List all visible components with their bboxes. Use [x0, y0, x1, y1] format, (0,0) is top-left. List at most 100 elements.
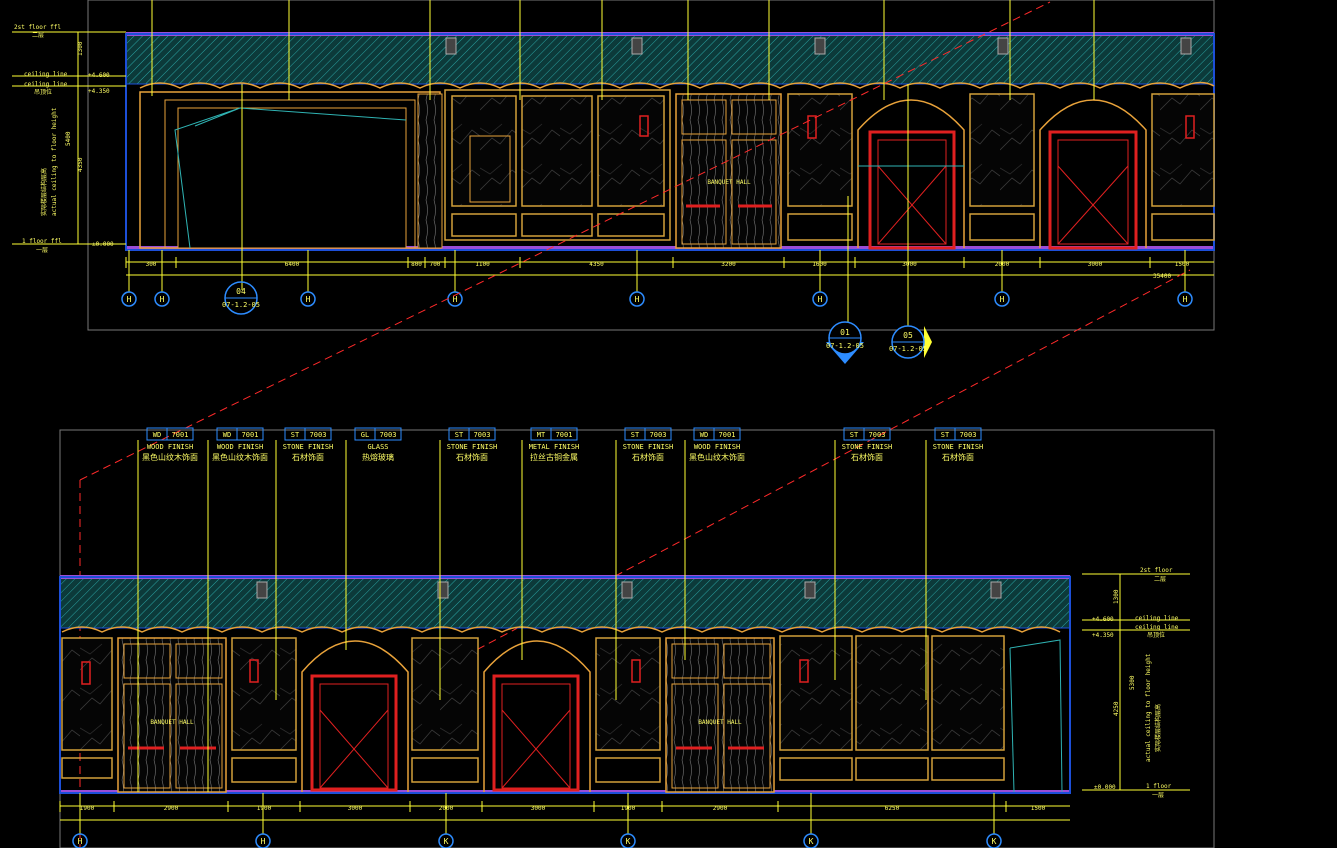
bottom-dim-label: 2900: [713, 805, 728, 812]
material-code: GL: [361, 431, 369, 439]
material-cn: 石材饰面: [292, 452, 324, 462]
material-en: STONE FINISH: [283, 443, 334, 451]
material-code: WD: [700, 431, 708, 439]
material-number-box: [166, 427, 194, 441]
svg-text:07-1.2-05: 07-1.2-05: [826, 342, 864, 350]
material-number-box: [304, 427, 332, 441]
top-dim-label: 3200: [721, 261, 736, 268]
material-number-box: [863, 427, 891, 441]
top-dim-label: 4350: [589, 261, 604, 268]
bottom-level-ceiling1: ceiling line: [1135, 615, 1179, 622]
svg-text:04: 04: [236, 287, 246, 296]
bottom-ceiling-hatch: [59, 575, 1071, 629]
top-level-floor1: 1 floor ffl: [22, 238, 62, 245]
bottom-level-lvl-c: ±0.000: [1094, 784, 1116, 791]
top-dim-label: 6400: [285, 261, 300, 268]
top-level-floor1-cn: 一层: [36, 247, 48, 254]
material-number: 7001: [172, 431, 189, 439]
bottom-level-lvl-a: +4.600: [1092, 616, 1114, 623]
grid-bubble-label: H: [160, 295, 165, 304]
material-cn: 石材饰面: [456, 452, 488, 462]
top-level-lvl-a: +4.600: [88, 72, 110, 79]
grid-bubble-label: K: [444, 837, 449, 846]
bottom-dim-label: 2900: [164, 805, 179, 812]
material-code: WD: [153, 431, 161, 439]
top-height-label-en: actual ceiling to floor height: [51, 107, 58, 216]
grid-bubble-label: H: [306, 295, 311, 304]
material-code: ST: [455, 431, 464, 439]
bottom-level-ceiling-cn: 吊顶位: [1147, 631, 1165, 639]
bottom-level-dim-a: 1300: [1113, 589, 1120, 604]
material-cn: 黑色山纹木饰面: [689, 452, 745, 462]
grid-bubble-label: H: [453, 295, 458, 304]
svg-text:01: 01: [840, 328, 850, 337]
material-number-box: [468, 427, 496, 441]
section-line-1: [79, 1, 1051, 481]
top-door-sign: BANQUET HALL: [707, 179, 751, 186]
callout-05: 05 07-1.2-05: [889, 325, 932, 359]
grid-bubble: [121, 291, 137, 307]
callout-01: 01 07-1.2-05: [826, 321, 864, 364]
top-level-floor2: 2st floor ffl: [14, 24, 61, 31]
grid-bubble: [620, 833, 636, 848]
material-number: 7003: [650, 431, 667, 439]
material-number-box: [236, 427, 264, 441]
top-dim-label: 300: [146, 261, 157, 268]
material-code: ST: [631, 431, 640, 439]
material-en: WOOD FINISH: [147, 443, 193, 451]
grid-bubble: [1177, 291, 1193, 307]
material-number: 7001: [719, 431, 736, 439]
material-code: MT: [537, 431, 546, 439]
material-number: 7003: [960, 431, 977, 439]
top-level-lvl-b: +4.350: [88, 88, 110, 95]
svg-text:07-1.2-05: 07-1.2-05: [889, 345, 927, 353]
grid-bubble-label: H: [78, 837, 83, 846]
material-number: 7003: [869, 431, 886, 439]
grid-bubble-label: K: [626, 837, 631, 846]
top-level-dim-a: 1300: [77, 41, 84, 56]
grid-bubble-label: H: [127, 295, 132, 304]
bottom-dim-label: 3000: [531, 805, 546, 812]
bottom-level-floor1: 1 floor: [1146, 783, 1172, 790]
bottom-level-floor1-cn: 一层: [1152, 792, 1164, 799]
top-dim-label: 1500: [1175, 261, 1190, 268]
bottom-level-dim-c: 4250: [1113, 701, 1120, 716]
material-number-box: [954, 427, 982, 441]
grid-bubble-label: H: [818, 295, 823, 304]
top-level-lvl-c: ±0.000: [92, 241, 114, 248]
bottom-dim-label: 1900: [257, 805, 272, 812]
bottom-door-sign-2: BANQUET HALL: [698, 719, 742, 726]
material-number-box: [713, 427, 741, 441]
bottom-level-lvl-b: +4.350: [1092, 632, 1114, 639]
grid-bubble-label: H: [261, 837, 266, 846]
callout-04: 04 07-1.2-05: [222, 281, 260, 315]
grid-bubble: [300, 291, 316, 307]
svg-text:07-1.2-05: 07-1.2-05: [222, 301, 260, 309]
top-dim-label: 700: [430, 261, 441, 268]
material-number-box: [550, 427, 578, 441]
material-en: STONE FINISH: [842, 443, 893, 451]
grid-bubble: [154, 291, 170, 307]
bottom-level-floor2: 2st floor: [1140, 567, 1173, 574]
material-en: METAL FINISH: [529, 443, 580, 451]
bottom-height-label-en: actual ceiling to floor height: [1145, 653, 1152, 762]
material-en: WOOD FINISH: [694, 443, 740, 451]
bottom-height-label-cn: 实际楼层结构层高: [1154, 704, 1162, 752]
grid-bubble: [438, 833, 454, 848]
grid-bubble-label: H: [1000, 295, 1005, 304]
material-cn: 石材饰面: [851, 452, 883, 462]
material-number: 7001: [242, 431, 259, 439]
material-en: STONE FINISH: [623, 443, 674, 451]
material-code: ST: [941, 431, 950, 439]
material-code: ST: [291, 431, 300, 439]
bottom-level-markers: 2st floor 二层 ceiling line ceiling line 吊…: [1082, 567, 1190, 799]
bottom-level-ceiling2: ceiling line: [1135, 624, 1179, 631]
material-en: WOOD FINISH: [217, 443, 263, 451]
bottom-door-sign-1: BANQUET HALL: [150, 719, 194, 726]
grid-bubble-label: K: [809, 837, 814, 846]
material-en: STONE FINISH: [447, 443, 498, 451]
